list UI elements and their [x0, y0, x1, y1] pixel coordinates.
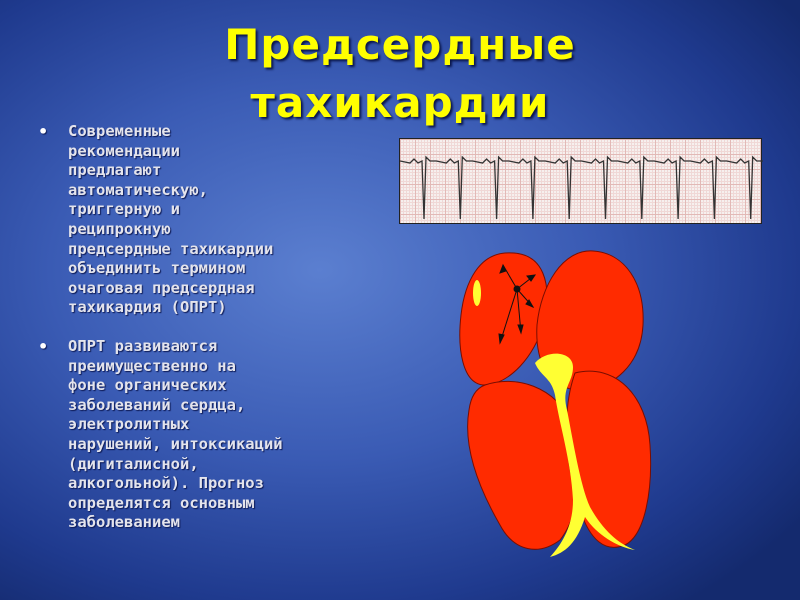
bullet-text: ОПРТ развиваются преимущественно на фоне… — [68, 336, 283, 532]
sinus-node-shape — [473, 280, 481, 306]
heart-diagram-image — [459, 250, 652, 557]
conduction-system-shape — [535, 353, 635, 557]
bullet-text: Современные рекомендации предлагают авто… — [68, 122, 274, 317]
left-atrium-shape — [459, 252, 548, 386]
title-line-1: Предсердные — [224, 20, 576, 69]
bullet-list: • Современные рекомендации предлагают ав… — [38, 122, 394, 552]
bullet-dot-icon: • — [38, 336, 49, 356]
ecg-strip-image — [399, 138, 763, 224]
ecg-trace — [400, 155, 763, 220]
ectopic-focus-arrows — [498, 263, 537, 345]
title-line-2: тахикардии — [250, 78, 550, 127]
bullet-item-prognosis: • ОПРТ развиваются преимущественно на фо… — [38, 337, 394, 533]
bullet-item-recommendations: • Современные рекомендации предлагают ав… — [38, 122, 394, 318]
bullet-dot-icon: • — [38, 122, 49, 141]
slide-title: Предсердные тахикардии — [0, 16, 800, 132]
